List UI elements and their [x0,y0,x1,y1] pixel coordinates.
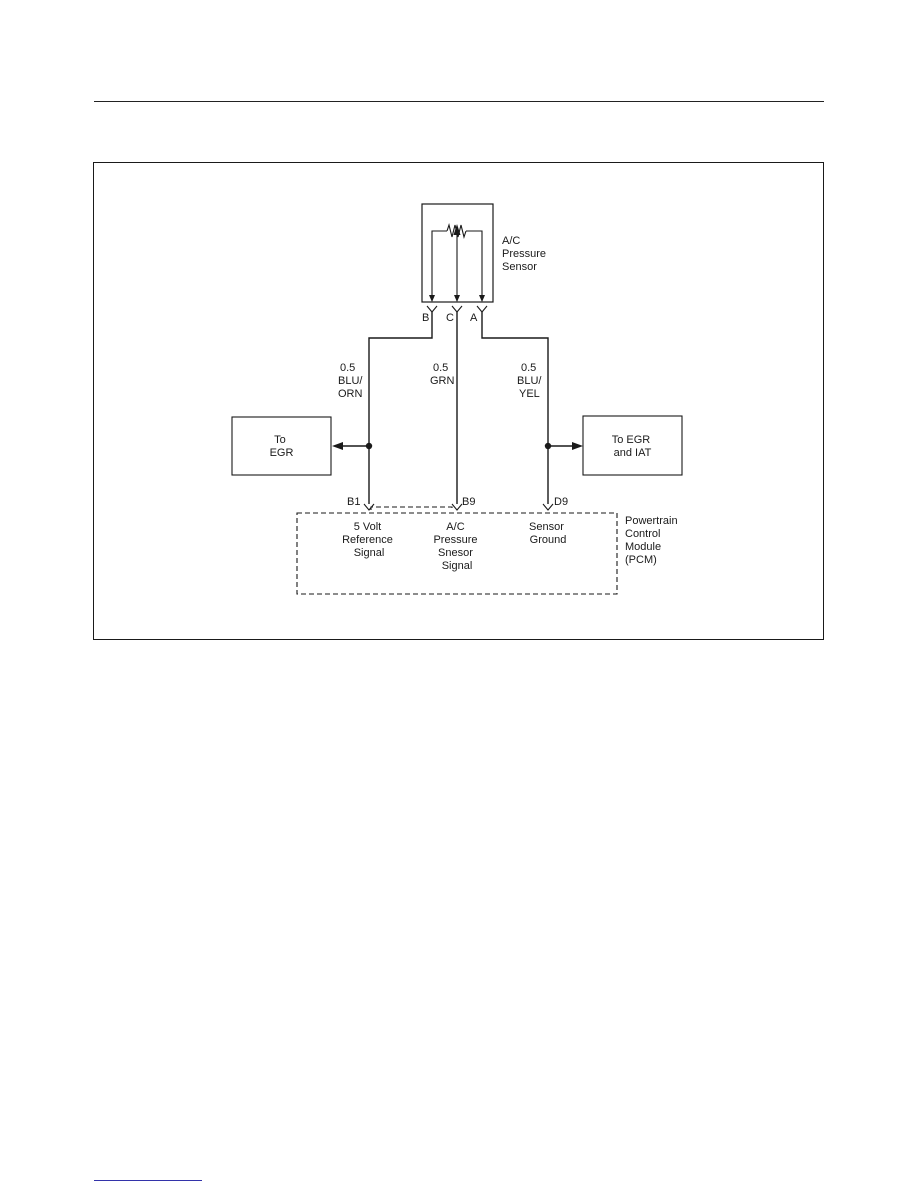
egr-box-label: To EGR [270,434,294,459]
sensor-label: A/C Pressure Sensor [502,235,549,273]
sensor-internal-right-lead [466,230,483,301]
wiring-diagram: A/C Pressure Sensor B C A 0.5 BLU/ ORN 0… [93,162,824,640]
egr-box: To EGR [231,416,332,476]
pcm-module: 5 Volt Reference Signal A/C Pressure Sne… [296,512,681,595]
egr-arrow-icon [332,442,343,450]
pcm-module-label: Powertrain Control Module (PCM) [625,515,681,566]
egr-iat-box: To EGR and IAT [582,415,683,476]
pcm-ref-label: 5 Volt Reference Signal [342,521,396,559]
pcm-d9-connector-icon [542,503,554,511]
wiper-arrow-icon [453,224,461,235]
diagram-frame [93,162,824,640]
sensor-pin-c-label: C [446,312,454,324]
wire-right-label: 0.5 BLU/ YEL [517,362,545,400]
pcm-b9-connector-icon [451,503,463,511]
right-splice-dot-icon [544,442,552,450]
wire-left-label: 0.5 BLU/ ORN [338,362,366,400]
pin-a-connector-icon [476,305,488,313]
header-rule [94,101,824,102]
pin-b-arrow-icon [429,295,435,302]
egr-iat-arrow-icon [572,442,583,450]
pcm-pin-b1-label: B1 [347,496,360,508]
footer-link-rule [94,1180,202,1181]
wire-blu-orn [368,312,433,504]
sensor-body [421,203,494,303]
pcm-ground-label: Sensor Ground [529,521,567,546]
sensor-internal-left-lead [431,230,447,301]
pcm-signal-label: A/C Pressure Snesor Signal [433,521,480,572]
wire-center-label: 0.5 GRN [430,362,455,387]
sensor-pin-b-label: B [422,312,429,324]
pin-c-arrow-icon [454,295,460,302]
sensor-pin-a-label: A [470,312,478,324]
wire-blu-yel [481,312,549,504]
ac-pressure-sensor: A/C Pressure Sensor B C A [421,203,549,324]
b1-b9-dashed-link [370,506,453,510]
egr-iat-box-label: To EGR and IAT [612,434,654,459]
pcm-b1-connector-icon [363,503,375,511]
pcm-pin-b9-label: B9 [462,496,475,508]
pcm-box [296,512,618,595]
pcm-pin-d9-label: D9 [554,496,568,508]
pin-a-arrow-icon [479,295,485,302]
